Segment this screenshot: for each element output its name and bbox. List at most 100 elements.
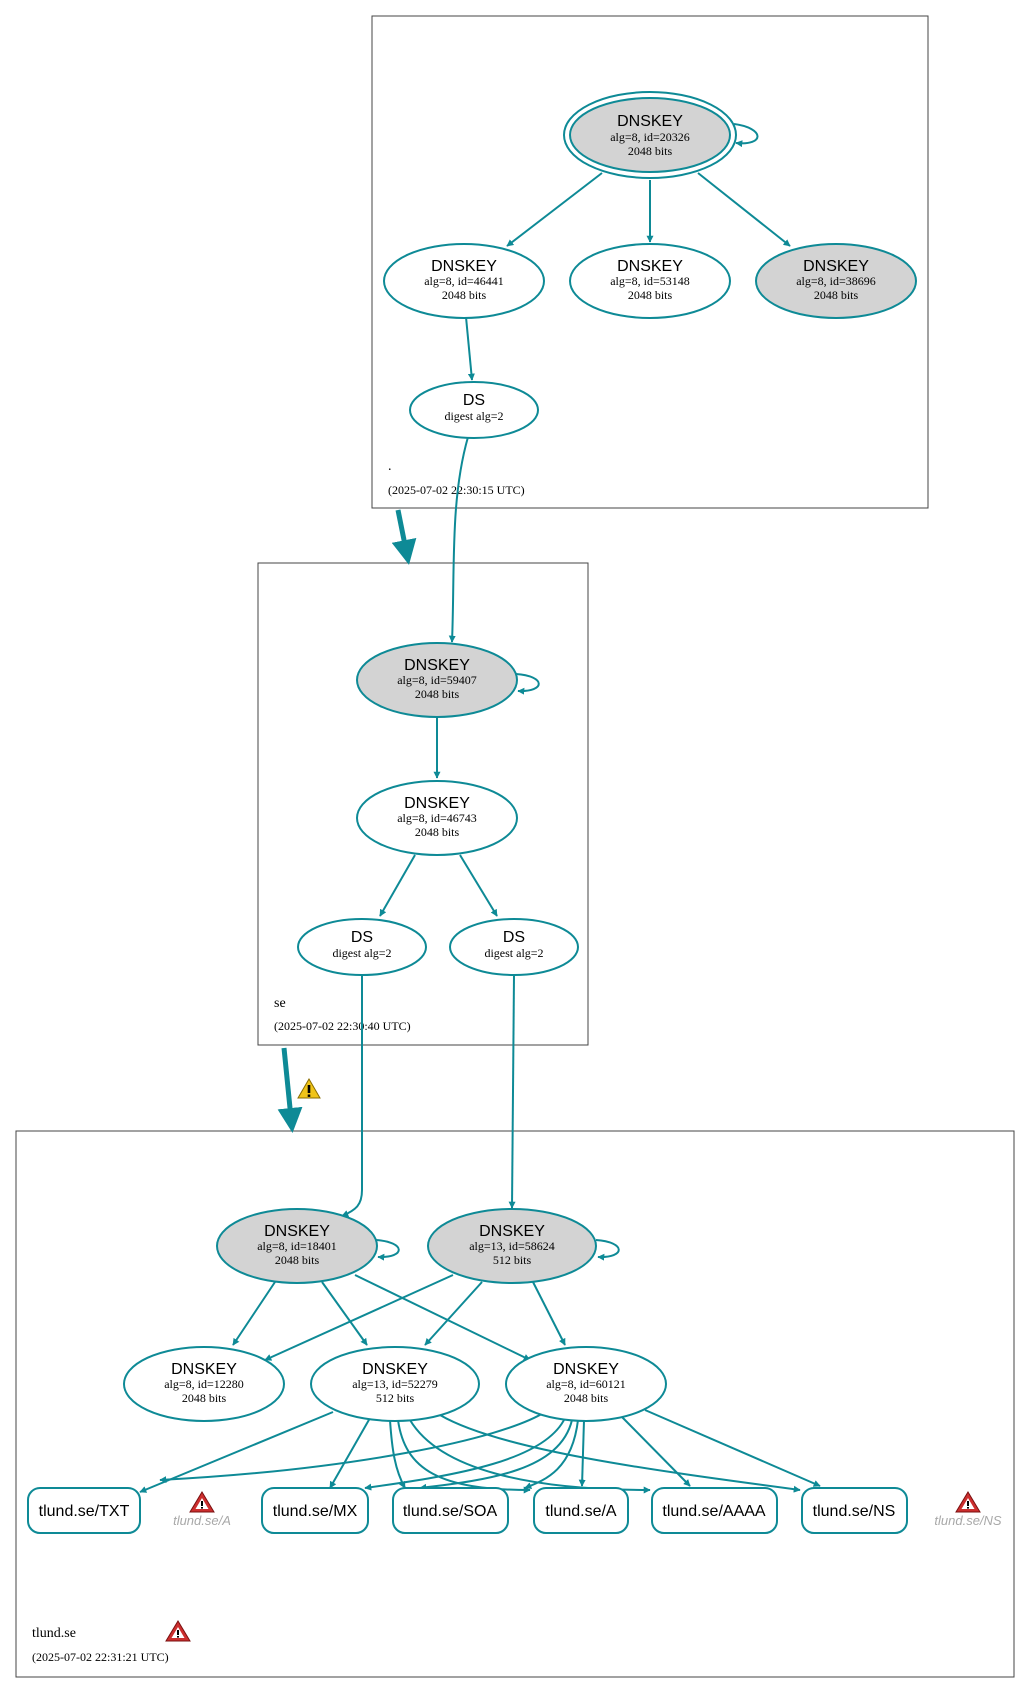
dnskey-node-root-ksk[interactable]: DNSKEY alg=8, id=20326 2048 bits — [563, 91, 737, 179]
rrset-node-soa[interactable]: tlund.se/SOA — [392, 1487, 509, 1534]
node-detail: digest alg=2 — [484, 946, 543, 960]
edge-self-sign — [515, 673, 540, 695]
dnskey-node-root-46441[interactable]: DNSKEY alg=8, id=46441 2048 bits — [383, 243, 545, 319]
dnskey-node-tlund-52279[interactable]: DNSKEY alg=13, id=52279 512 bits — [310, 1346, 480, 1422]
edge — [264, 1274, 454, 1361]
edge — [532, 1281, 566, 1346]
edge — [524, 1419, 579, 1489]
node-size: 2048 bits — [442, 288, 487, 302]
node-type: DNSKEY — [362, 1361, 428, 1378]
zone-timestamp: (2025-07-02 22:30:15 UTC) — [388, 483, 525, 497]
node-type: DNSKEY — [431, 258, 497, 275]
edge — [465, 316, 475, 381]
edge — [354, 1274, 531, 1361]
ds-node-root[interactable]: DS digest alg=2 — [409, 381, 539, 439]
node-type: DNSKEY — [404, 795, 470, 812]
edge — [619, 1414, 691, 1487]
edge-self-sign — [733, 123, 759, 148]
node-size: 2048 bits — [814, 288, 859, 302]
dnskey-node-tlund-58624[interactable]: DNSKEY alg=13, id=58624 512 bits — [427, 1208, 597, 1284]
dnskey-node-tlund-18401[interactable]: DNSKEY alg=8, id=18401 2048 bits — [216, 1208, 378, 1284]
rrset-label: tlund.se/TXT — [39, 1503, 130, 1520]
edge — [159, 1411, 546, 1484]
zone-label: se — [274, 996, 286, 1011]
node-size: 512 bits — [376, 1391, 415, 1405]
node-type: DNSKEY — [479, 1223, 545, 1240]
missing-rrset-label: tlund.se/A — [173, 1513, 231, 1528]
node-size: 2048 bits — [628, 288, 673, 302]
edge — [644, 1409, 821, 1487]
dnskey-node-se-59407[interactable]: DNSKEY alg=8, id=59407 2048 bits — [356, 642, 518, 718]
node-detail: alg=13, id=58624 — [469, 1239, 555, 1253]
edge — [697, 172, 791, 247]
rrset-node-ns[interactable]: tlund.se/NS — [801, 1487, 908, 1534]
dnskey-node-tlund-12280[interactable]: DNSKEY alg=8, id=12280 2048 bits — [123, 1346, 285, 1422]
delegation-root-se — [391, 509, 417, 565]
edge — [424, 1281, 483, 1346]
edge-self-sign — [595, 1239, 620, 1261]
node-size: 2048 bits — [182, 1391, 227, 1405]
rrset-node-aaaa[interactable]: tlund.se/AAAA — [651, 1487, 778, 1534]
delegation-se-tlund — [277, 1047, 303, 1133]
missing-rrset-a[interactable]: tlund.se/A — [173, 1491, 231, 1528]
node-size: 512 bits — [493, 1253, 532, 1267]
zone-label: tlund.se — [32, 1626, 76, 1641]
edge — [364, 1417, 566, 1491]
zone-timestamp: (2025-07-02 22:30:40 UTC) — [274, 1019, 411, 1033]
edge — [506, 172, 603, 247]
node-detail: digest alg=2 — [444, 409, 503, 423]
node-type: DNSKEY — [553, 1361, 619, 1378]
edge — [419, 1419, 573, 1491]
node-size: 2048 bits — [628, 144, 673, 158]
dnskey-node-root-53148[interactable]: DNSKEY alg=8, id=53148 2048 bits — [569, 243, 731, 319]
rrset-node-mx[interactable]: tlund.se/MX — [261, 1487, 369, 1534]
node-type: DNSKEY — [404, 657, 470, 674]
node-detail: alg=8, id=38696 — [796, 274, 876, 288]
dnskey-node-root-38696[interactable]: DNSKEY alg=8, id=38696 2048 bits — [755, 243, 917, 319]
rrset-label: tlund.se/AAAA — [662, 1503, 766, 1520]
missing-rrset-label: tlund.se/NS — [934, 1513, 1002, 1528]
node-detail: alg=8, id=59407 — [397, 673, 477, 687]
node-detail: alg=8, id=20326 — [610, 130, 690, 144]
edge — [459, 854, 498, 917]
rrset-label: tlund.se/NS — [813, 1503, 896, 1520]
node-detail: alg=8, id=53148 — [610, 274, 690, 288]
dnskey-node-se-46743[interactable]: DNSKEY alg=8, id=46743 2048 bits — [356, 780, 518, 856]
node-type: DS — [351, 929, 373, 946]
ds-node-se-2[interactable]: DS digest alg=2 — [449, 918, 579, 976]
node-detail: alg=8, id=60121 — [546, 1377, 626, 1391]
edge — [439, 1414, 801, 1493]
edge — [379, 854, 416, 917]
node-type: DNSKEY — [617, 258, 683, 275]
delegation-warning-icon — [297, 1078, 321, 1099]
node-detail: alg=8, id=46441 — [424, 274, 504, 288]
edge — [232, 1281, 276, 1346]
edge-self-sign — [375, 1239, 400, 1261]
node-size: 2048 bits — [415, 825, 460, 839]
node-detail: alg=8, id=12280 — [164, 1377, 244, 1391]
zone-timestamp: (2025-07-02 22:31:21 UTC) — [32, 1650, 169, 1664]
node-size: 2048 bits — [564, 1391, 609, 1405]
edge — [448, 436, 469, 643]
rrset-node-a[interactable]: tlund.se/A — [533, 1487, 629, 1534]
node-detail: digest alg=2 — [332, 946, 391, 960]
edge — [578, 1419, 586, 1487]
missing-rrset-ns[interactable]: tlund.se/NS — [934, 1491, 1002, 1528]
node-size: 2048 bits — [275, 1253, 320, 1267]
node-detail: alg=13, id=52279 — [352, 1377, 438, 1391]
rrset-label: tlund.se/MX — [273, 1503, 358, 1520]
rrset-node-txt[interactable]: tlund.se/TXT — [27, 1487, 141, 1534]
node-type: DNSKEY — [617, 113, 683, 130]
node-type: DS — [463, 392, 485, 409]
edge — [329, 1417, 371, 1489]
edge — [321, 1281, 368, 1346]
dnskey-node-tlund-60121[interactable]: DNSKEY alg=8, id=60121 2048 bits — [505, 1346, 667, 1422]
edge — [508, 974, 516, 1209]
node-type: DNSKEY — [171, 1361, 237, 1378]
zone-label: . — [388, 459, 392, 474]
node-size: 2048 bits — [415, 687, 460, 701]
node-type: DNSKEY — [264, 1223, 330, 1240]
node-detail: alg=8, id=18401 — [257, 1239, 337, 1253]
ds-node-se-1[interactable]: DS digest alg=2 — [297, 918, 427, 976]
